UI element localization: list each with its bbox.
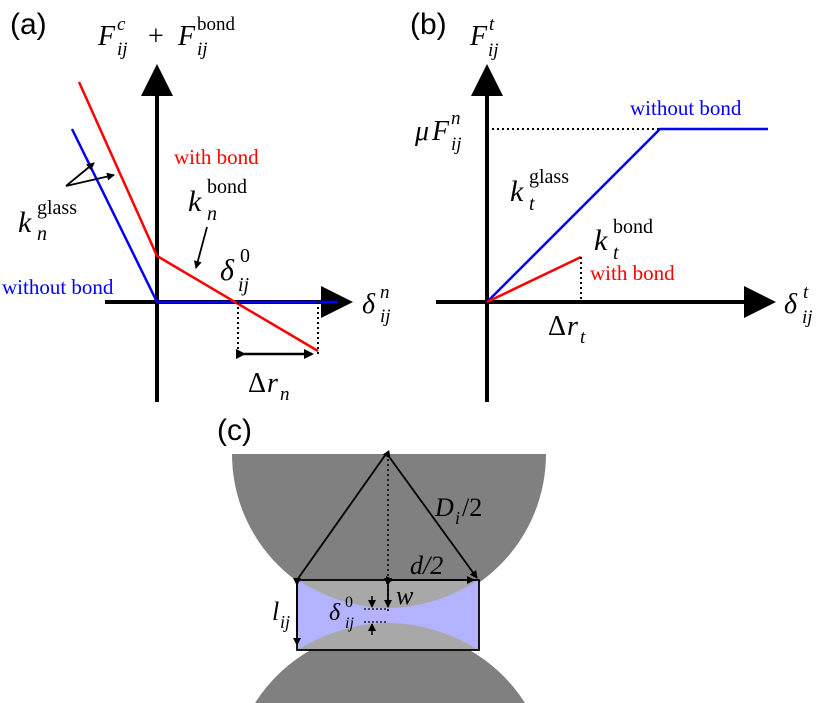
panel-a-with-bond-line (77, 81, 319, 353)
panel-a-delta-r-label: Δ r n (248, 368, 290, 405)
panel-a-without-bond-label: without bond (2, 275, 114, 299)
panel-a-k-glass-arrow-blue (65, 162, 95, 187)
panel-b-k-glass-label: k t glass (510, 166, 569, 217)
w-label: w (396, 581, 414, 610)
panel-b-with-bond-line (486, 255, 582, 304)
panel-c: (c) D i /2 d/2 w l ij (217, 414, 546, 703)
panel-a-without-bond-line (70, 128, 337, 304)
l-label: l ij (272, 597, 290, 632)
radius-label: D i /2 (434, 493, 482, 530)
panel-b-without-bond-label: without bond (630, 96, 742, 120)
panel-b-without-bond-line (486, 127, 768, 303)
panel-b-k-bond-label: k t bond (594, 216, 653, 266)
liquid-bridge (297, 580, 479, 650)
gap-delta0-label: δ ij 0 (329, 594, 360, 634)
panel-a-k-bond-arrow (193, 226, 208, 269)
panel-b-delta-r-label: Δ r t (548, 311, 586, 348)
radius-line-right (382, 449, 478, 579)
panel-a-k-glass-label: k n glass (18, 197, 77, 247)
panel-b-mu-label: μ F ij n (414, 108, 469, 157)
panel-a-label: (a) (10, 8, 47, 41)
radius-line-left (296, 453, 387, 581)
panel-b-label: (b) (410, 8, 447, 41)
panel-a-k-glass-arrow-red (65, 172, 115, 187)
panel-b-y-axis-label: F ij t (469, 14, 506, 63)
panel-b-x-axis-label: δ ij t (784, 282, 820, 330)
half-width-label: d/2 (410, 551, 443, 580)
panel-b-with-bond-label: with bond (590, 261, 675, 285)
panel-b: (b) F ij t δ ij t μ F ij n without bond … (410, 8, 820, 402)
panel-a-delta0-label: δ ij 0 (220, 245, 257, 298)
panel-c-label: (c) (217, 414, 252, 447)
panel-a: (a) F ij c + F ij bond δ ij n Δ (2, 6, 398, 405)
panel-a-y-axis-label: F ij c + F ij bond (97, 6, 236, 62)
panel-a-x-axis-label: δ ij n (362, 282, 398, 329)
panel-a-with-bond-label: with bond (174, 145, 259, 169)
panel-a-k-bond-label: k n bond (188, 176, 247, 227)
